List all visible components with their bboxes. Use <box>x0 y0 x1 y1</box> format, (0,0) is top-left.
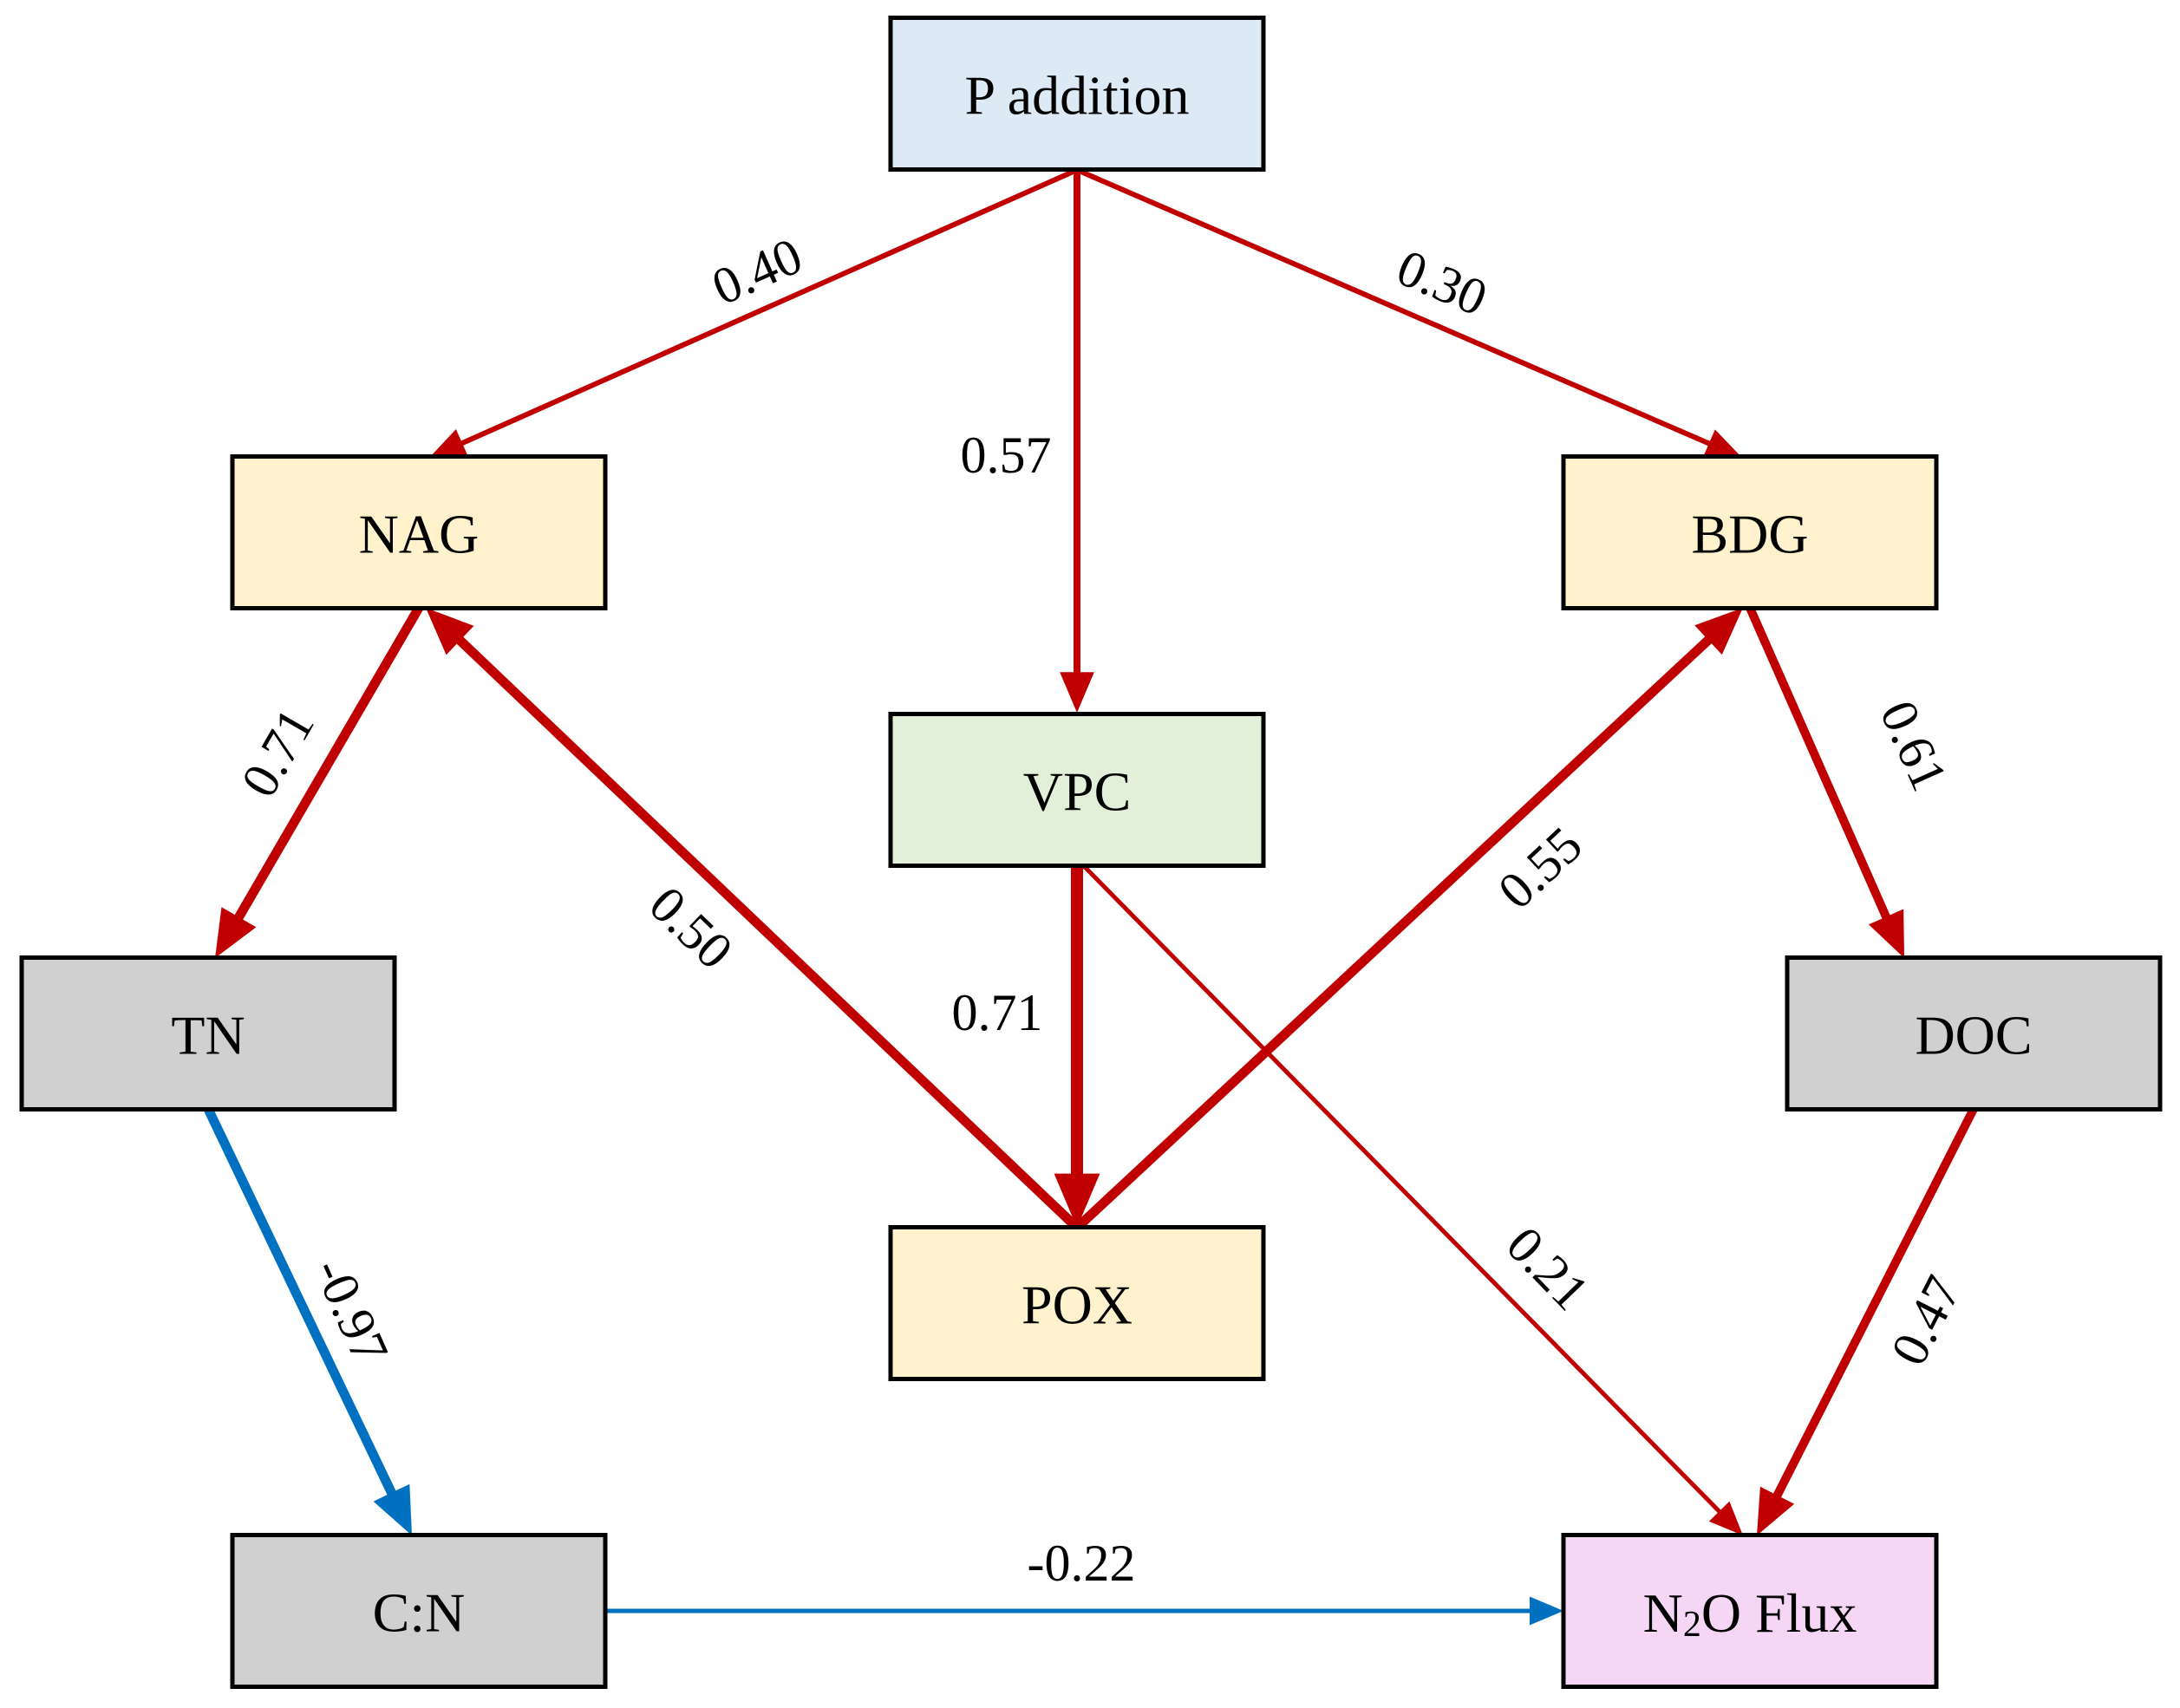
edge-p_addition-to-bdg <box>1075 167 1712 447</box>
edges-layer <box>204 167 1978 1626</box>
node-label-bdg: BDG <box>1691 504 1808 565</box>
node-box-nag <box>230 454 608 610</box>
node-box-bdg <box>1561 454 1939 610</box>
node-box-vpc <box>888 712 1266 868</box>
arrowhead-cn-to-n2o <box>1530 1596 1563 1626</box>
node-box-tn <box>19 955 397 1112</box>
arrowhead-doc-to-n2o <box>1757 1486 1795 1535</box>
node-label-doc: DOC <box>1915 1005 2032 1066</box>
edge-p_addition-to-nag <box>459 167 1079 447</box>
edge-label-p_addition-to-nag: 0.40 <box>704 226 811 316</box>
node-nag: NAG <box>230 454 608 610</box>
arrowhead-p_addition-to-vpc <box>1060 672 1094 713</box>
arrowhead-pox-to-nag <box>426 608 474 655</box>
node-box-pox <box>888 1225 1266 1381</box>
arrowhead-vpc-to-pox <box>1054 1173 1100 1228</box>
edge-label-cn-to-n2o: -0.22 <box>1028 1535 1136 1592</box>
node-label-pox: POX <box>1021 1274 1132 1336</box>
arrowhead-pox-to-bdg <box>1694 608 1743 655</box>
edge-nag-to-tn <box>233 605 423 922</box>
arrowhead-nag-to-tn <box>215 907 257 958</box>
arrowhead-p_addition-to-nag <box>429 429 469 458</box>
arrowhead-tn-to-cn <box>373 1483 412 1535</box>
edge-pox-to-nag <box>455 636 1080 1231</box>
arrowhead-bdg-to-doc <box>1868 909 1904 958</box>
node-label-nag: NAG <box>359 504 480 565</box>
node-box-n2o <box>1561 1533 1939 1689</box>
node-vpc: VPC <box>888 712 1266 868</box>
edge-label-bdg-to-doc: 0.61 <box>1869 693 1958 799</box>
edge-label-vpc-to-pox: 0.71 <box>952 984 1043 1041</box>
node-label-tn: TN <box>171 1005 245 1066</box>
node-cn: C:N <box>230 1533 608 1689</box>
edge-pox-to-bdg <box>1074 635 1713 1232</box>
edge-tn-to-cn <box>204 1106 397 1496</box>
edge-doc-to-n2o <box>1772 1106 1978 1499</box>
arrowhead-p_addition-to-bdg <box>1702 429 1742 458</box>
node-label-p_addition: P addition <box>965 65 1190 127</box>
node-box-cn <box>230 1533 608 1689</box>
node-pox: POX <box>888 1225 1266 1381</box>
node-n2o: N2O Flux <box>1561 1533 1939 1689</box>
node-doc: DOC <box>1785 955 2163 1112</box>
node-label-vpc: VPC <box>1023 761 1132 823</box>
edge-label-doc-to-n2o: 0.47 <box>1880 1267 1972 1374</box>
edge-bdg-to-doc <box>1746 605 1891 921</box>
node-box-p_addition <box>888 16 1266 172</box>
node-label-cn: C:N <box>373 1582 466 1644</box>
node-bdg: BDG <box>1561 454 1939 610</box>
arrowhead-vpc-to-n2o <box>1708 1501 1743 1535</box>
node-p_addition: P addition <box>888 16 1266 172</box>
edge-label-p_addition-to-vpc: 0.57 <box>961 427 1052 484</box>
node-tn: TN <box>19 955 397 1112</box>
edge-label-vpc-to-n2o: 0.21 <box>1496 1216 1600 1320</box>
edge-label-tn-to-cn: -0.97 <box>303 1249 399 1372</box>
node-label-n2o: N2O Flux <box>1643 1582 1857 1646</box>
node-box-doc <box>1785 955 2163 1112</box>
edge-vpc-to-n2o <box>1082 864 1722 1515</box>
